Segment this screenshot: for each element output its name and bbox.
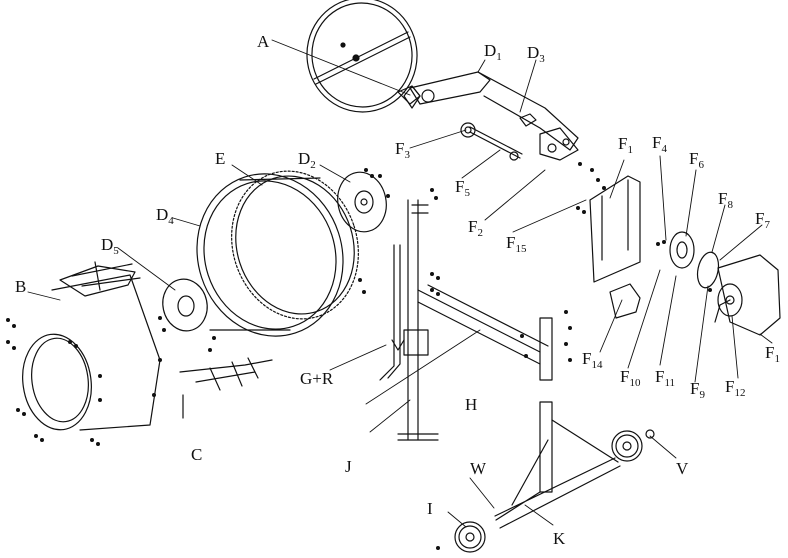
label-gr: G+R — [300, 369, 334, 388]
label-v: V — [676, 459, 689, 478]
label-d2: D2 — [298, 149, 316, 171]
part-b-drum-cone — [22, 261, 161, 431]
part-f1-gearbox-housing — [589, 175, 641, 283]
part-d2-back-plate — [337, 171, 387, 233]
label-h: H — [465, 395, 478, 414]
label-b: B — [15, 277, 27, 296]
part-f12-motor — [717, 283, 743, 317]
part-d1-arm — [403, 71, 579, 161]
label-f15: F15 — [506, 233, 527, 255]
label-f5: F5 — [455, 177, 470, 199]
label-e: E — [215, 149, 226, 168]
label-d1: D1 — [484, 41, 502, 63]
part-gr-tilt-lever — [379, 244, 405, 381]
label-f12: F12 — [725, 377, 746, 399]
label-d4: D4 — [156, 205, 174, 227]
label-f8: F8 — [718, 189, 733, 211]
label-f2: F2 — [468, 217, 483, 239]
label-w: W — [470, 459, 487, 478]
part-v-wheel — [611, 429, 655, 462]
part-d5-front-plate — [162, 278, 208, 332]
label-a: A — [257, 32, 270, 51]
part-k-rear-stand — [494, 401, 621, 529]
part-c-mixing-blade — [179, 357, 273, 419]
part-e-drum-ring — [196, 170, 359, 337]
label-c: C — [191, 445, 203, 464]
part-f3-pinion — [460, 122, 523, 161]
part-f8-belt — [696, 251, 720, 289]
label-f1-bottom: F1 — [765, 343, 780, 365]
part-f14-gear-block — [609, 283, 641, 319]
part-j-left-leg — [397, 199, 439, 441]
part-f6-gear — [669, 231, 695, 269]
label-f3: F3 — [395, 139, 410, 161]
label-j: J — [345, 457, 352, 476]
part-h-cross-beam — [417, 284, 553, 381]
label-f6: F6 — [689, 149, 704, 171]
label-f10: F10 — [620, 367, 641, 389]
label-d5: D5 — [101, 235, 119, 257]
part-f1-motor-cover — [714, 254, 781, 336]
label-i: I — [427, 499, 433, 518]
label-k: K — [553, 529, 566, 548]
label-f4: F4 — [652, 133, 667, 155]
label-f1-top: F1 — [618, 134, 633, 156]
label-d3: D3 — [527, 43, 545, 65]
part-a-handwheel — [306, 0, 421, 113]
label-f14: F14 — [582, 349, 603, 371]
label-f9: F9 — [690, 379, 705, 401]
leader-lines — [27, 39, 773, 528]
part-i-wheel — [454, 521, 486, 553]
fastener-dots — [6, 162, 712, 550]
label-f7: F7 — [755, 209, 770, 231]
label-f11: F11 — [655, 367, 676, 389]
